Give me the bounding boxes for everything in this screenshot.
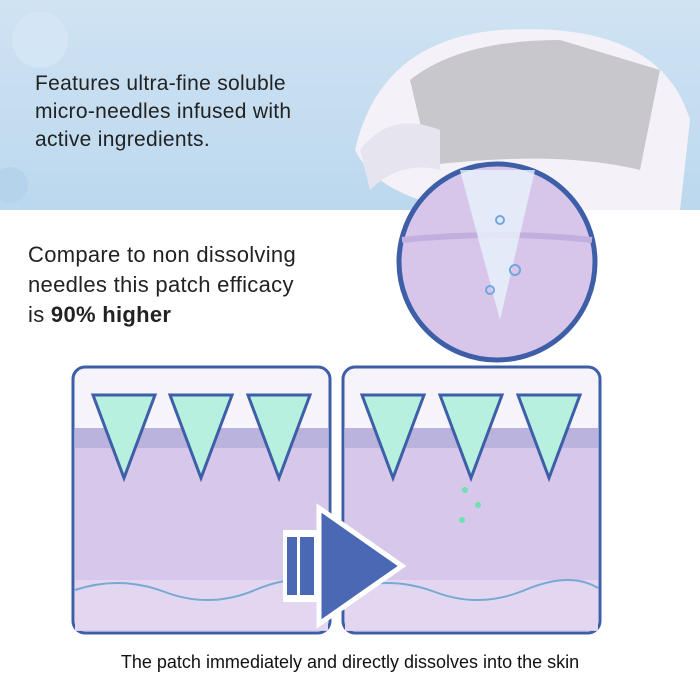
compare-text: Compare to non dissolving needles this p…	[28, 240, 296, 330]
panel-before	[71, 365, 332, 635]
features-text: Features ultra-fine soluble micro-needle…	[35, 70, 291, 154]
features-line: Features ultra-fine soluble	[35, 72, 286, 95]
compare-line: needles this patch efficacy	[28, 272, 294, 297]
efficacy-highlight: 90% higher	[50, 302, 172, 327]
compare-prefix: is	[28, 302, 51, 327]
arrow-icon	[283, 503, 407, 629]
bubble	[12, 12, 68, 68]
panel-after	[341, 365, 602, 635]
features-line: active ingredients.	[35, 128, 210, 151]
patch-device	[355, 29, 690, 210]
features-line: micro-needles infused with	[35, 100, 292, 123]
bubble	[0, 167, 28, 203]
magnified-circle	[396, 161, 598, 363]
compare-line: Compare to non dissolving	[28, 242, 296, 267]
caption: The patch immediately and directly disso…	[120, 652, 580, 672]
